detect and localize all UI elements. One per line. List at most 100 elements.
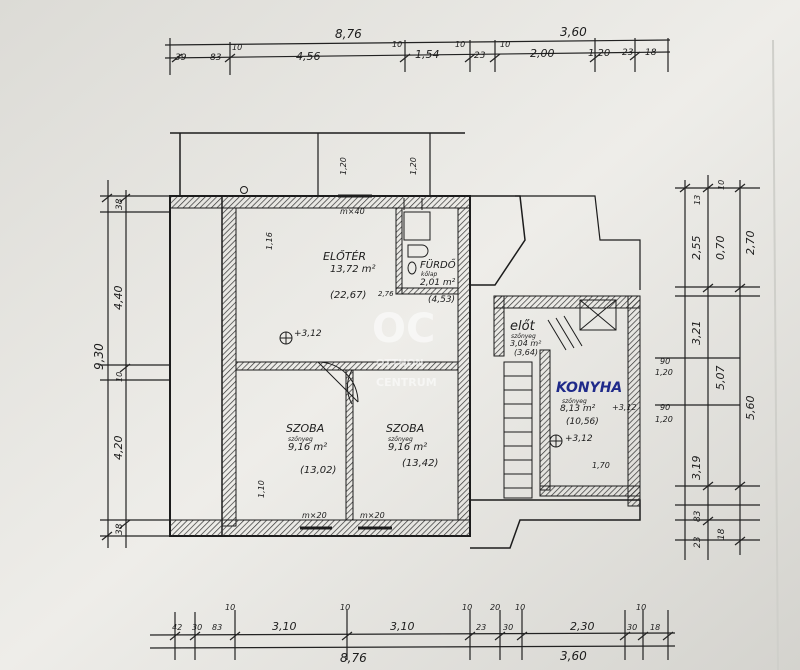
room-szoba2-name: SZOBA [386, 422, 424, 435]
right-b-1: 5,07 [714, 366, 727, 391]
right-small-0: 13 [693, 195, 702, 205]
right-small-1: 10 [717, 180, 726, 190]
top-total-b: 3,60 [560, 25, 587, 39]
left-total: 9,30 [92, 343, 106, 370]
left-seg-3: 38 [115, 523, 125, 535]
watermark: OC OTTHON CENTRUM [372, 306, 437, 389]
watermark-line1: OTTHON [376, 358, 424, 369]
bottom-seg-1: 30 [192, 623, 202, 632]
bathroom-fixtures [403, 198, 431, 275]
room-furdo-name: FÜRDŐ [420, 257, 456, 271]
bottom-small-2: 10 [462, 603, 472, 612]
top-seg-8: 18 [645, 48, 657, 58]
room-eloter-name: ELŐTÉR [323, 249, 366, 263]
right-a-1: 3,21 [690, 321, 703, 346]
bottom-small-1: 10 [340, 603, 350, 612]
v-label-3: 1,70 [592, 461, 610, 470]
height-label-b: 1,20 [409, 157, 418, 175]
room-furdo-prev: (4,53) [428, 295, 455, 305]
bottom-seg-9: 18 [650, 623, 660, 632]
bottom-seg-7: 2,30 [570, 620, 595, 633]
level-label-3: +3,12 [612, 403, 637, 412]
top-small-2: 10 [455, 40, 465, 49]
bottom-dimension-chain [149, 610, 676, 660]
level-label-2: +3,12 [565, 434, 593, 444]
bottom-seg-6: 30 [503, 623, 513, 632]
window-bottom-label-1: m×20 [302, 511, 327, 520]
right-b-2: 18 [717, 528, 727, 540]
top-seg-7: 23 [622, 48, 634, 58]
top-seg-1: 83 [210, 53, 222, 63]
bottom-seg-2: 83 [212, 623, 222, 632]
bottom-seg-4: 3,10 [390, 620, 415, 633]
room-szoba2-area: 9,16 m² [388, 442, 427, 453]
bottom-seg-8: 30 [627, 623, 637, 632]
room-konyha-prev: (10,56) [566, 417, 599, 427]
bottom-seg-5: 23 [476, 623, 486, 632]
watermark-line2: CENTRUM [376, 376, 437, 389]
right-dimension-chain [655, 175, 760, 560]
right-unit-walls [470, 195, 641, 549]
room-szoba1-prev: (13,02) [300, 465, 336, 476]
right-a-0: 2,55 [690, 236, 703, 261]
room-elot-prev: (3,64) [514, 348, 538, 357]
bottom-small-0: 10 [225, 603, 235, 612]
left-dimension-chain [100, 180, 170, 548]
top-total-a: 8,76 [335, 27, 362, 41]
top-seg-3: 1,54 [415, 48, 440, 61]
bottom-total-b: 3,60 [560, 649, 587, 663]
left-seg-2: 38 [115, 198, 125, 210]
left-seg-0: 4,40 [112, 286, 125, 311]
top-small-1: 10 [392, 40, 402, 49]
room-konyha-name: KONYHA [556, 380, 622, 396]
room-konyha-area: 8,13 m² [560, 404, 596, 414]
right-a-2: 3,19 [690, 456, 703, 481]
room-elot-sub: szőnyeg [511, 333, 536, 340]
window-top-label: m×40 [340, 207, 365, 216]
left-seg-1: 4,20 [112, 436, 125, 461]
right-b-0: 0,70 [714, 236, 727, 261]
room-eloter-prev: (22,67) [330, 290, 366, 301]
right-a-3: 83 [693, 510, 703, 522]
room-furdo-area: 2,01 m² [420, 278, 456, 288]
room-elot-area: 3,04 m² [510, 339, 542, 348]
window-bottom-label-2: m×20 [360, 511, 385, 520]
room-furdo-sub: kőlap [421, 271, 437, 278]
room-szoba1-area: 9,16 m² [288, 442, 327, 453]
door-label-d: 1,20 [655, 415, 673, 424]
room-szoba2-sub: szőnyeg [388, 436, 413, 443]
bottom-seg-0: 42 [172, 623, 182, 632]
room-szoba1-name: SZOBA [286, 422, 324, 435]
paper-edge [772, 39, 779, 670]
bottom-seg-3: 3,10 [272, 620, 297, 633]
door-label-c: 90 [660, 403, 670, 412]
top-small-0: 10 [232, 43, 242, 52]
height-label-a: 1,20 [339, 157, 348, 175]
stair-dim-label: 2,76 [378, 290, 394, 298]
door-swings [240, 186, 392, 530]
room-eloter-area: 13,72 m² [330, 264, 376, 275]
bottom-small-5: 10 [636, 603, 646, 612]
top-dimension-chain [164, 38, 671, 75]
right-c-0: 2,70 [744, 231, 757, 256]
top-seg-4: 23 [474, 51, 486, 61]
v-label-1: 1,16 [265, 232, 274, 250]
left-small-0: 10 [115, 372, 124, 382]
bottom-total-a: 8,76 [340, 651, 367, 665]
room-szoba1-sub: szőnyeg [288, 436, 313, 443]
right-a-4: 23 [693, 536, 703, 548]
room-elot-name: előt [510, 319, 536, 334]
top-seg-2: 4,56 [296, 50, 321, 63]
staircase [503, 315, 583, 499]
door-label-b: 1,20 [655, 368, 673, 377]
top-seg-5: 2,00 [530, 47, 555, 60]
room-konyha-sub: szőnyeg [562, 398, 587, 405]
door-label-a: 90 [660, 357, 670, 366]
v-label-2: 1,10 [257, 480, 266, 498]
room-szoba2-prev: (13,42) [402, 458, 438, 469]
bottom-small-3: 20 [490, 603, 500, 612]
level-markers [279, 331, 563, 448]
top-seg-6: 1,20 [588, 48, 610, 59]
